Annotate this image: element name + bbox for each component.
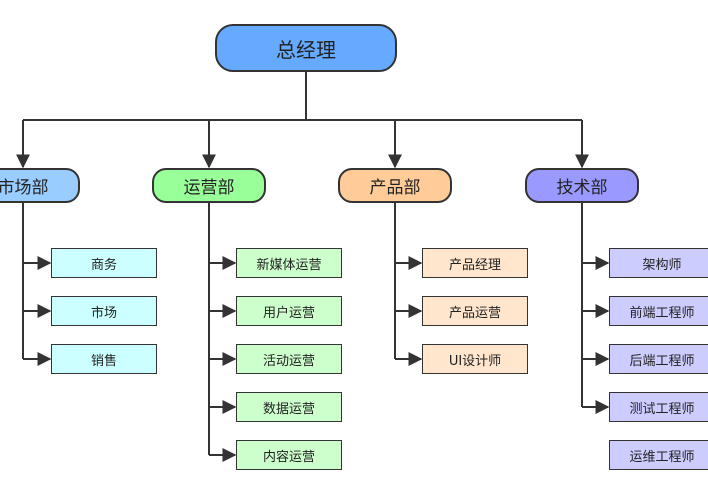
leaf-node-data-ops: 数据运营 [236,392,342,422]
leaf-node-ops-engineer: 运维工程师 [609,440,708,470]
leaf-node-user-ops: 用户运营 [236,296,342,326]
leaf-node-product-manager: 产品经理 [422,248,528,278]
leaf-node-test-engineer: 测试工程师 [609,392,708,422]
dept-node-product: 产品部 [338,168,452,203]
dept-node-technology: 技术部 [525,168,639,203]
leaf-node-event-ops: 活动运营 [236,344,342,374]
leaf-node-frontend-engineer: 前端工程师 [609,296,708,326]
dept-node-marketing: 市场部 [0,168,80,203]
leaf-node-ui-designer: UI设计师 [422,344,528,374]
leaf-node-market: 市场 [51,296,157,326]
leaf-node-backend-engineer: 后端工程师 [609,344,708,374]
leaf-node-architect: 架构师 [609,248,708,278]
root-node-general-manager: 总经理 [215,24,397,72]
leaf-node-new-media-ops: 新媒体运营 [236,248,342,278]
leaf-node-product-ops: 产品运营 [422,296,528,326]
leaf-node-sales: 销售 [51,344,157,374]
leaf-node-business: 商务 [51,248,157,278]
leaf-node-content-ops: 内容运营 [236,440,342,470]
dept-node-operations: 运营部 [152,168,266,203]
